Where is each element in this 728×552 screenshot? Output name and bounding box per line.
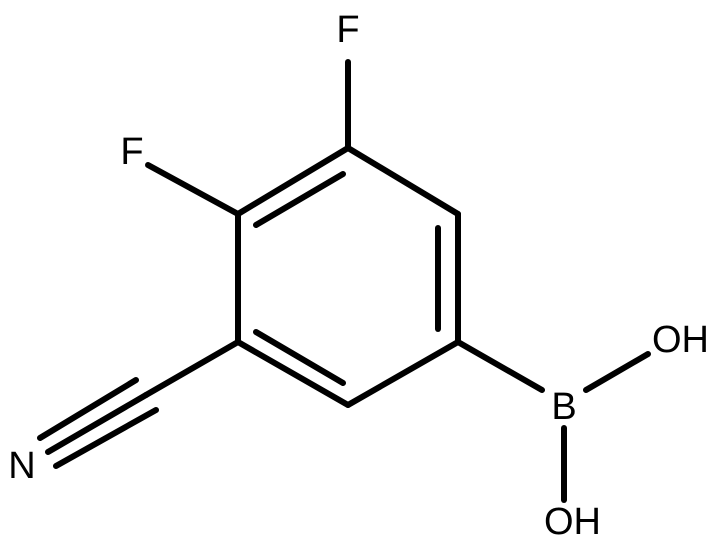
bond-c3-b [455,339,545,393]
atom-label-oh-lower: OH [544,501,601,543]
nitrile-bond-3 [53,407,159,469]
atom-label-n: N [8,445,35,487]
atom-label-f-top: F [336,9,359,51]
bond-c5-cn [143,339,241,398]
atom-label-oh-upper: OH [652,319,709,361]
bond-c6-f [145,162,241,217]
atom-label-b: B [551,386,576,428]
nitrile-bond-1 [45,392,149,455]
ring-inner-bond-c1-c6 [253,171,346,228]
nitrile-bond-2 [37,377,139,441]
ring-bond-c6-c1 [235,145,351,217]
ring-bond-c4-c5 [235,339,351,408]
bond-b-oh-upper [583,351,651,393]
ring-bond-c3-c4 [345,339,461,408]
atom-label-f-left: F [120,131,143,173]
ring-inner-bond-c4-c5 [253,329,346,386]
ring-bond-c1-c2 [345,145,461,217]
